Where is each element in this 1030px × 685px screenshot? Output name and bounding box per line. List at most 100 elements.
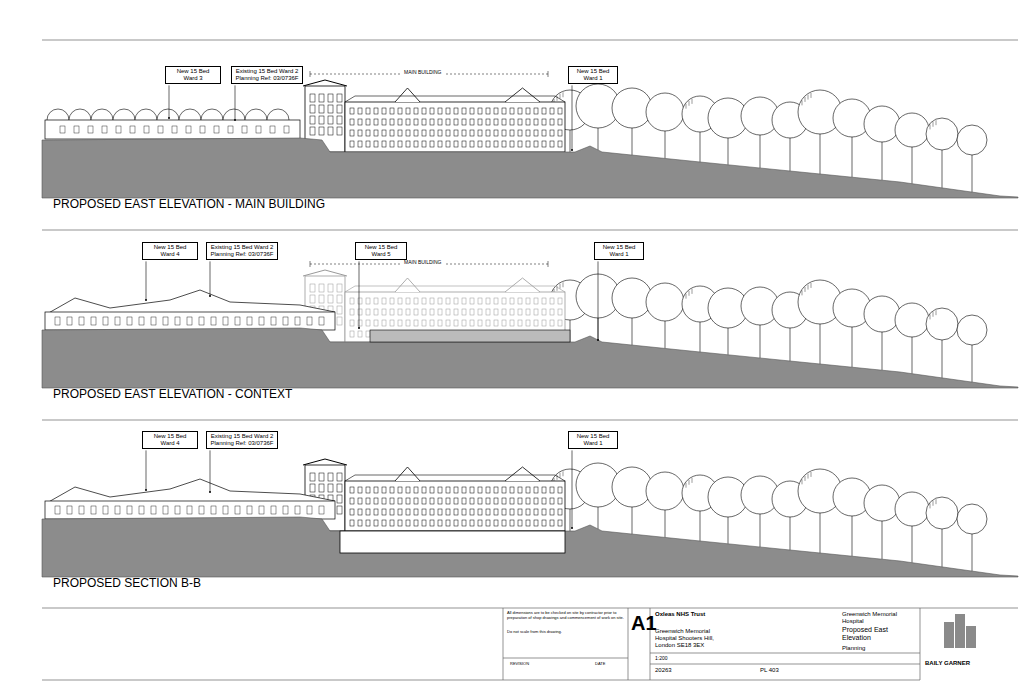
window bbox=[446, 108, 450, 114]
window bbox=[374, 119, 378, 125]
callout-box: New 15 Bed Ward 1 bbox=[568, 66, 618, 84]
frame-line bbox=[42, 680, 920, 681]
window bbox=[510, 130, 514, 136]
window bbox=[406, 509, 410, 515]
tree-canopy bbox=[612, 467, 652, 507]
window bbox=[454, 487, 458, 493]
leader-dot bbox=[168, 117, 170, 119]
frame-line bbox=[503, 608, 504, 680]
ward-window bbox=[228, 126, 233, 133]
logo-block bbox=[944, 622, 954, 648]
window bbox=[350, 320, 354, 326]
leader-dot bbox=[358, 327, 360, 329]
window bbox=[422, 141, 426, 147]
window bbox=[454, 108, 458, 114]
window bbox=[502, 498, 506, 504]
window bbox=[422, 320, 426, 326]
window bbox=[310, 94, 315, 102]
window bbox=[454, 298, 458, 304]
dimension-tick bbox=[548, 261, 549, 267]
window bbox=[502, 108, 506, 114]
window bbox=[310, 295, 315, 303]
callout-text: Existing 15 Bed Ward 2 Planning Ref: 03/… bbox=[210, 433, 274, 447]
window bbox=[438, 141, 442, 147]
window bbox=[406, 309, 410, 315]
window bbox=[319, 105, 324, 113]
window bbox=[406, 520, 410, 526]
window bbox=[438, 298, 442, 304]
title-block-text: REVISION bbox=[510, 662, 529, 667]
tree-trunk bbox=[570, 509, 571, 531]
window bbox=[350, 498, 354, 504]
window bbox=[494, 298, 498, 304]
window bbox=[510, 520, 514, 526]
ward-window bbox=[88, 126, 93, 133]
tree-hatch bbox=[808, 285, 809, 290]
tree-hatch bbox=[692, 289, 693, 294]
retaining-wall bbox=[370, 330, 570, 342]
window bbox=[398, 520, 402, 526]
window bbox=[454, 130, 458, 136]
frame-line bbox=[42, 40, 1018, 41]
roof-line bbox=[345, 475, 565, 481]
window bbox=[534, 130, 538, 136]
window bbox=[550, 309, 554, 315]
tree-trunk bbox=[972, 345, 973, 382]
ward-window bbox=[67, 506, 72, 514]
window bbox=[382, 108, 386, 114]
window bbox=[398, 309, 402, 315]
callout-box: New 15 Bed Ward 1 bbox=[594, 242, 644, 260]
window bbox=[534, 487, 538, 493]
window bbox=[430, 108, 434, 114]
window bbox=[518, 520, 522, 526]
tree-trunk bbox=[972, 534, 973, 571]
window bbox=[390, 141, 394, 147]
tree-trunk bbox=[728, 517, 729, 544]
window bbox=[454, 119, 458, 125]
tower-roof bbox=[303, 459, 347, 465]
window bbox=[486, 509, 490, 515]
window bbox=[470, 498, 474, 504]
window bbox=[534, 498, 538, 504]
window bbox=[478, 320, 482, 326]
window bbox=[366, 487, 370, 493]
window bbox=[390, 320, 394, 326]
window bbox=[518, 498, 522, 504]
window bbox=[534, 108, 538, 114]
window bbox=[406, 108, 410, 114]
window bbox=[550, 141, 554, 147]
window bbox=[422, 130, 426, 136]
window bbox=[542, 320, 546, 326]
window bbox=[534, 520, 538, 526]
window bbox=[470, 320, 474, 326]
roof-line bbox=[345, 96, 565, 102]
frame-line bbox=[42, 608, 1018, 609]
window bbox=[494, 320, 498, 326]
tree-hatch bbox=[560, 94, 561, 99]
ward-window bbox=[223, 317, 228, 325]
window bbox=[310, 127, 315, 135]
callout-box: New 15 Bed Ward 3 bbox=[165, 66, 221, 84]
tree-trunk bbox=[790, 517, 791, 550]
main-block bbox=[345, 102, 565, 152]
window bbox=[406, 141, 410, 147]
window bbox=[406, 487, 410, 493]
window bbox=[454, 509, 458, 515]
window bbox=[374, 498, 378, 504]
leader-dot bbox=[571, 149, 573, 151]
window bbox=[446, 520, 450, 526]
tree-canopy bbox=[957, 125, 987, 155]
window bbox=[462, 520, 466, 526]
callout-text: Existing 15 Bed Ward 2 Planning Ref: 03/… bbox=[235, 68, 299, 82]
window bbox=[502, 141, 506, 147]
window bbox=[319, 116, 324, 124]
window bbox=[518, 130, 522, 136]
window bbox=[406, 298, 410, 304]
ward-window bbox=[79, 317, 84, 325]
window bbox=[414, 130, 418, 136]
window bbox=[518, 298, 522, 304]
window bbox=[502, 487, 506, 493]
ward-window bbox=[74, 126, 79, 133]
ground-section bbox=[42, 138, 1018, 198]
leader-dot bbox=[145, 489, 147, 491]
